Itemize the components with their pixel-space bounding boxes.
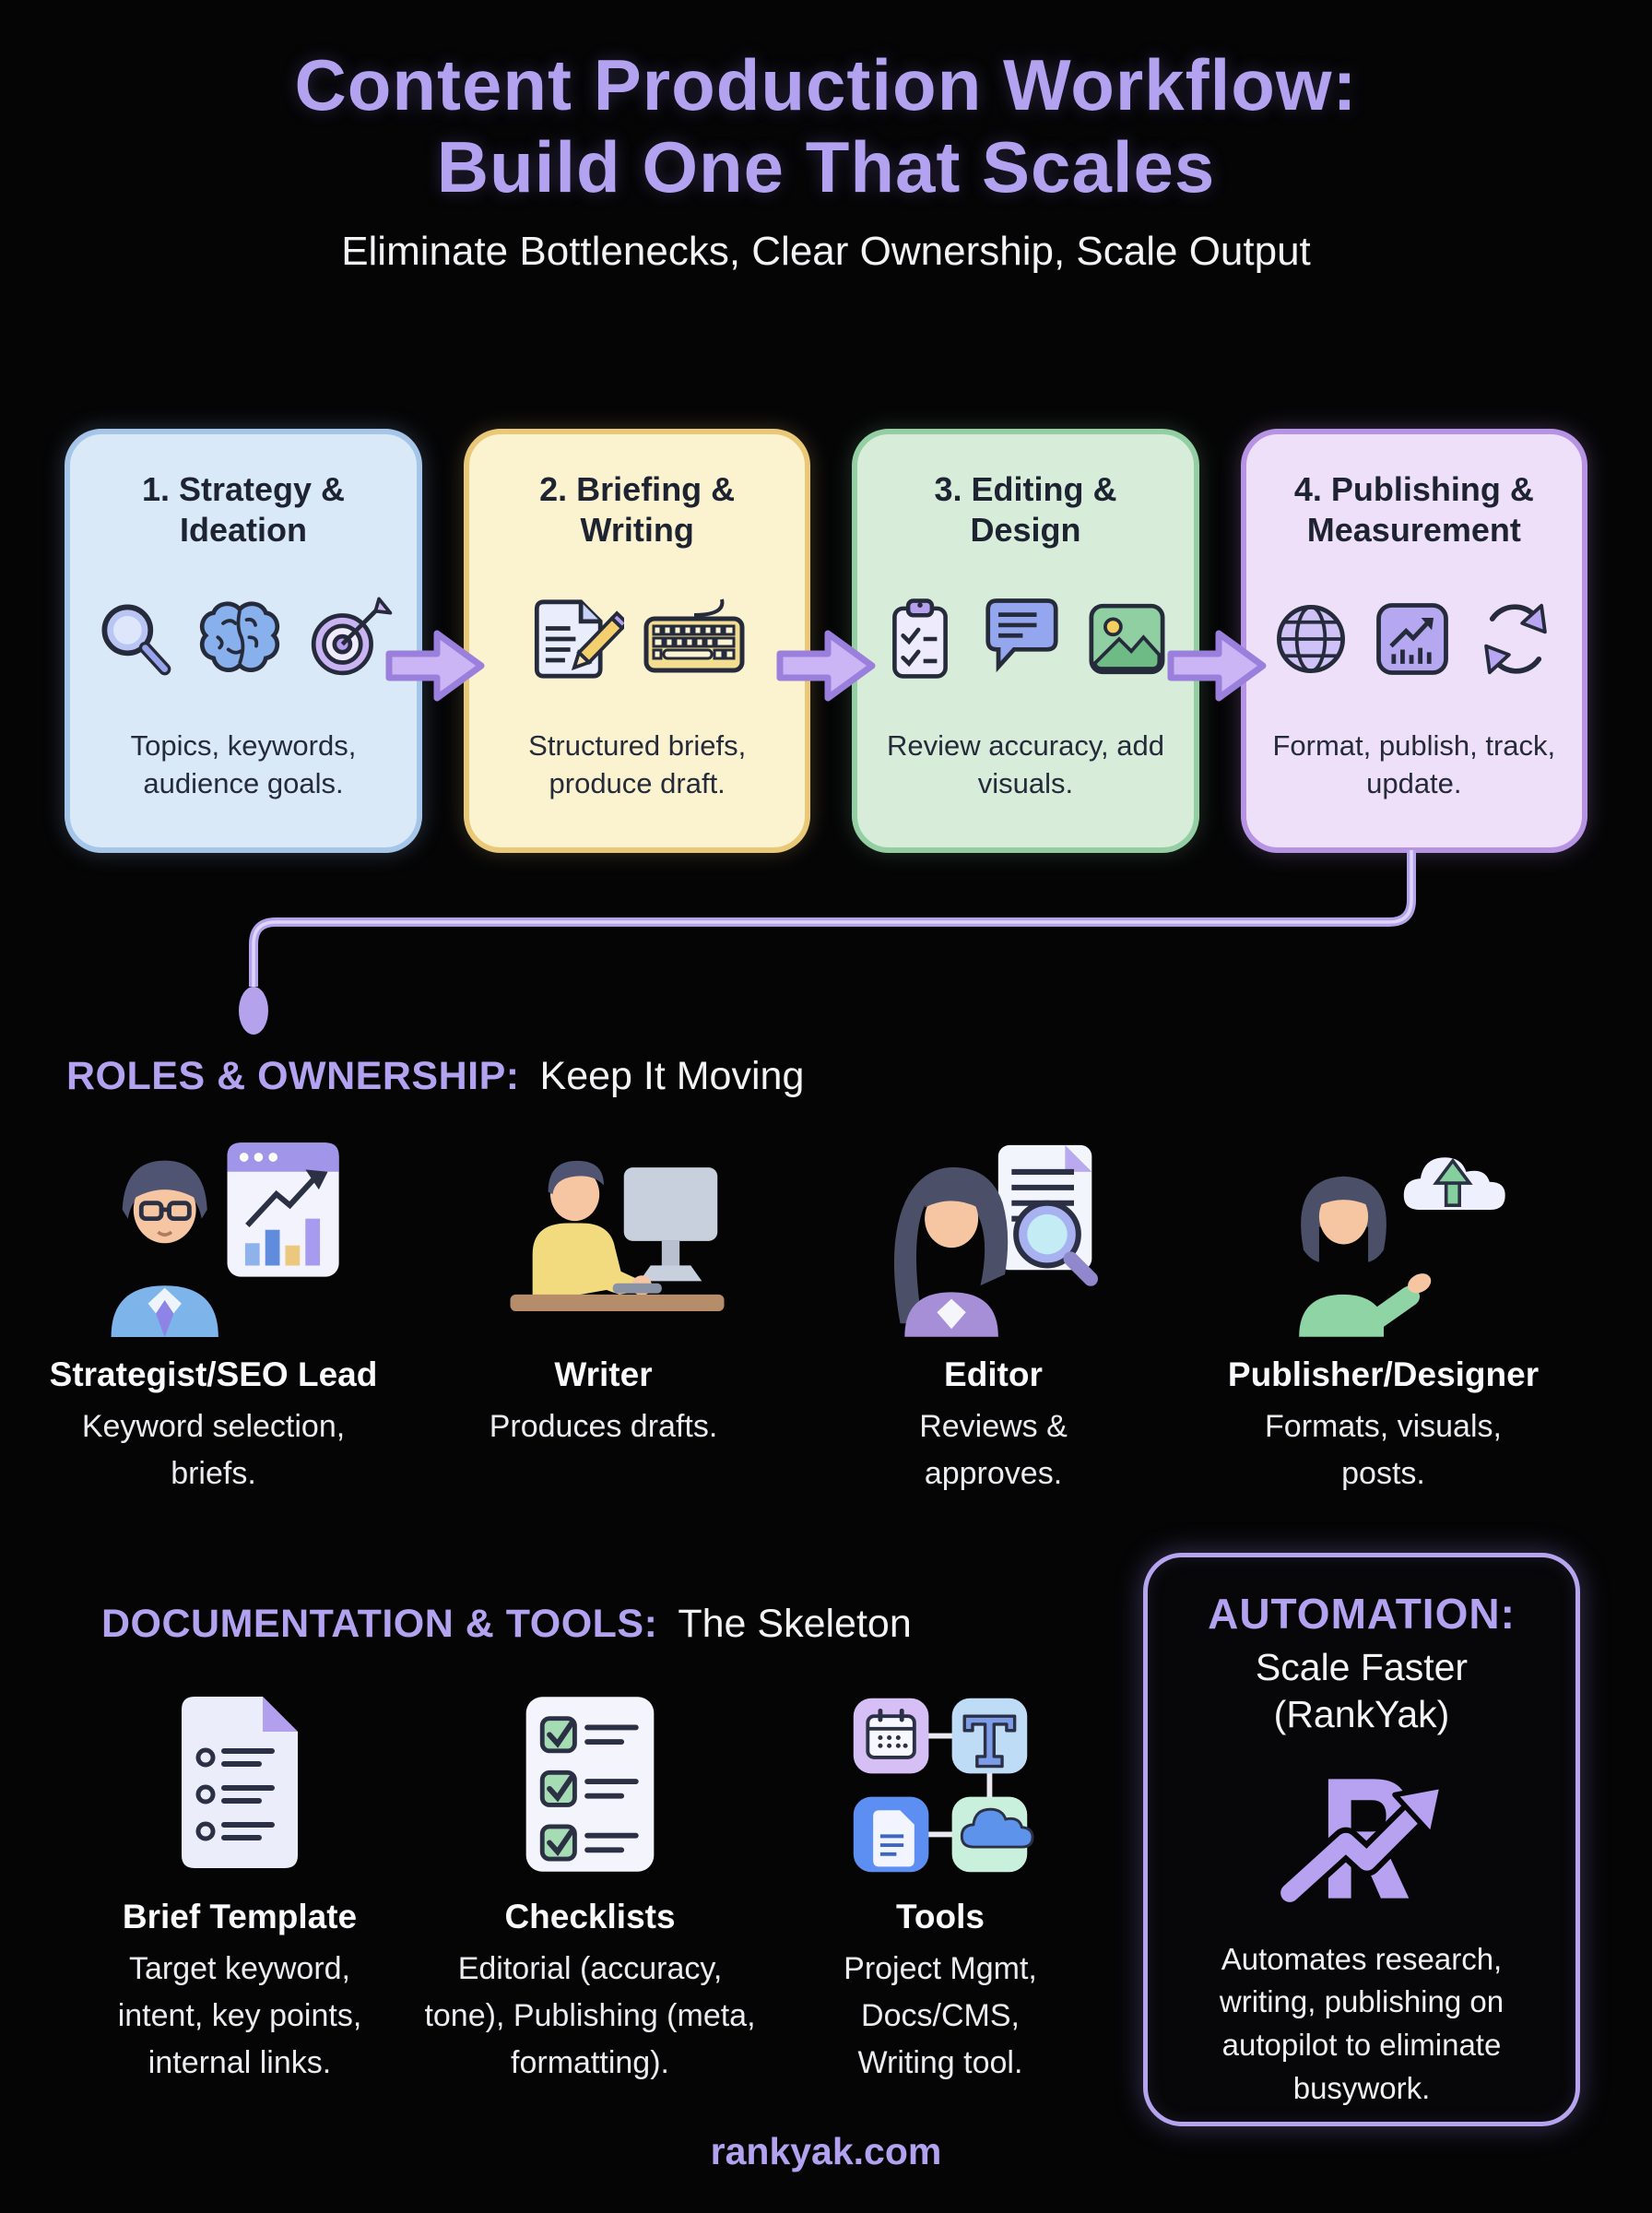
refresh-icon (1469, 595, 1562, 683)
role-name: Strategist/SEO Lead (49, 1355, 378, 1393)
role-name: Publisher/Designer (1227, 1355, 1540, 1393)
footer-url: rankyak.com (710, 2130, 942, 2172)
roles-row: Strategist/SEO Lead Keyword selection, b… (18, 1136, 1578, 1497)
page-title-line2: Build One That Scales (436, 125, 1216, 207)
tools-grid-icon (846, 1684, 1034, 1879)
doc-item-description: Editorial (accuracy, tone), Publishing (… (424, 1951, 756, 2080)
card-description: Structured briefs, produce draft. (528, 728, 747, 799)
strategist-illustration (76, 1136, 352, 1337)
workflow-card-strategy: 1. Strategy & Ideation (65, 429, 422, 853)
role-description: Keyword selection, briefs. (81, 1409, 346, 1491)
doc-item-title: Brief Template (122, 1898, 358, 1935)
clipboard-check-icon (878, 594, 962, 684)
docs-heading: DOCUMENTATION & TOOLS: The Skeleton (101, 1601, 912, 1649)
roles-heading-rest: Keep It Moving (539, 1054, 805, 1098)
card-title: 4. Publishing & Measurement (1293, 470, 1534, 549)
page-title-line1: Content Production Workflow: (294, 44, 1358, 125)
role-description: Reviews & approves. (919, 1409, 1068, 1491)
card-description: Review accuracy, add visuals. (887, 728, 1164, 799)
role-description: Produces drafts. (489, 1409, 718, 1444)
role-item-strategist: Strategist/SEO Lead Keyword selection, b… (18, 1136, 408, 1497)
automation-subheading: Scale Faster (RankYak) (1255, 1646, 1469, 1736)
flow-arrow-icon (385, 630, 485, 702)
doc-item-title: Checklists (504, 1898, 676, 1935)
roles-heading-strong: ROLES & OWNERSHIP: (66, 1054, 520, 1098)
page-title: Content Production Workflow: Build One T… (0, 44, 1652, 208)
card-description: Format, publish, track, update. (1272, 728, 1556, 799)
card-icons (523, 587, 751, 691)
workflow-card-briefing: 2. Briefing & Writing (464, 429, 811, 853)
automation-box: AUTOMATION: Scale Faster (RankYak) Autom… (1143, 1553, 1580, 2126)
doc-item-description: Project Mgmt, Docs/CMS, Writing tool. (844, 1951, 1037, 2080)
brain-icon (192, 595, 288, 683)
docs-row: Brief Template Target keyword, intent, k… (65, 1684, 1115, 2087)
card-icons (90, 587, 396, 691)
chart-up-icon (1368, 595, 1457, 683)
role-item-publisher: Publisher/Designer Formats, visuals, pos… (1188, 1136, 1578, 1497)
editor-illustration (860, 1136, 1127, 1337)
globe-icon (1267, 595, 1355, 683)
magnifier-icon (90, 595, 179, 683)
flow-arrow-icon (1167, 630, 1267, 702)
workflow-card-editing: 3. Editing & Design (852, 429, 1199, 853)
roles-heading: ROLES & OWNERSHIP: Keep It Moving (66, 1053, 804, 1101)
doc-item-checklists: Checklists Editorial (accuracy, tone), P… (415, 1684, 765, 2087)
automation-heading: AUTOMATION: (1208, 1590, 1516, 1638)
doc-item-tools: Tools Project Mgmt, Docs/CMS, Writing to… (765, 1684, 1115, 2087)
brief-template-icon (161, 1684, 318, 1879)
image-icon (1080, 594, 1173, 684)
workflow-card-publishing: 4. Publishing & Measurement (1240, 429, 1587, 853)
rankyak-logo-icon (1274, 1756, 1449, 1922)
card-title: 2. Briefing & Writing (539, 470, 736, 549)
page-subtitle: Eliminate Bottlenecks, Clear Ownership, … (341, 229, 1311, 274)
card-icons (1267, 587, 1562, 691)
card-description: Topics, keywords, audience goals. (130, 728, 357, 799)
card-title: 1. Strategy & Ideation (141, 470, 346, 549)
docs-heading-rest: The Skeleton (678, 1602, 912, 1646)
role-name: Writer (554, 1355, 653, 1393)
card-icons (878, 587, 1173, 691)
role-item-writer: Writer Produces drafts. (408, 1136, 798, 1497)
keyboard-icon (637, 593, 751, 685)
doc-item-description: Target keyword, intent, key points, inte… (117, 1951, 362, 2080)
publisher-illustration (1250, 1136, 1517, 1337)
role-item-editor: Editor Reviews & approves. (798, 1136, 1188, 1497)
document-pencil-icon (523, 593, 625, 685)
doc-item-brief-template: Brief Template Target keyword, intent, k… (65, 1684, 415, 2087)
checklists-icon (513, 1684, 667, 1879)
role-description: Formats, visuals, posts. (1265, 1409, 1502, 1491)
doc-item-title: Tools (896, 1898, 985, 1935)
docs-heading-strong: DOCUMENTATION & TOOLS: (101, 1602, 658, 1646)
writer-illustration (470, 1136, 738, 1337)
automation-description: Automates research, writing, publishing … (1219, 1941, 1504, 2106)
comment-icon (975, 594, 1068, 684)
workflow-steps-row: 1. Strategy & Ideation (65, 429, 1587, 853)
card-title: 3. Editing & Design (934, 470, 1117, 549)
role-name: Editor (944, 1355, 1043, 1393)
flow-arrow-icon (776, 630, 876, 702)
target-icon (301, 595, 396, 683)
